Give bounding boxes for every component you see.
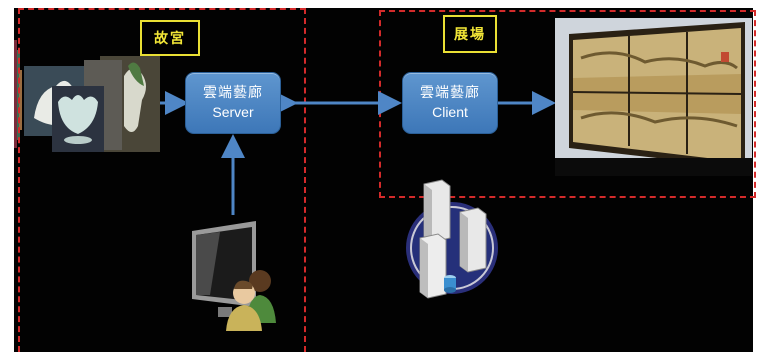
server-node: 雲端藝廊 Server	[185, 72, 281, 134]
artifact-photo-icon	[24, 56, 160, 152]
server-node-subtitle: Server	[212, 104, 254, 120]
venue-zone-label: 展場	[443, 15, 497, 53]
top-margin	[0, 0, 761, 8]
client-node-subtitle: Client	[432, 104, 468, 120]
right-margin	[753, 0, 761, 352]
client-node: 雲端藝廊 Client	[402, 72, 498, 134]
workstation-users-icon	[192, 221, 276, 331]
palace-zone-label: 故宮	[140, 20, 200, 56]
palace-zone	[18, 8, 306, 352]
client-node-title: 雲端藝廊	[420, 85, 480, 101]
server-node-title: 雲端藝廊	[203, 85, 263, 101]
server-cluster-icon	[406, 179, 498, 299]
video-wall-icon	[555, 18, 752, 176]
left-margin	[0, 0, 14, 352]
